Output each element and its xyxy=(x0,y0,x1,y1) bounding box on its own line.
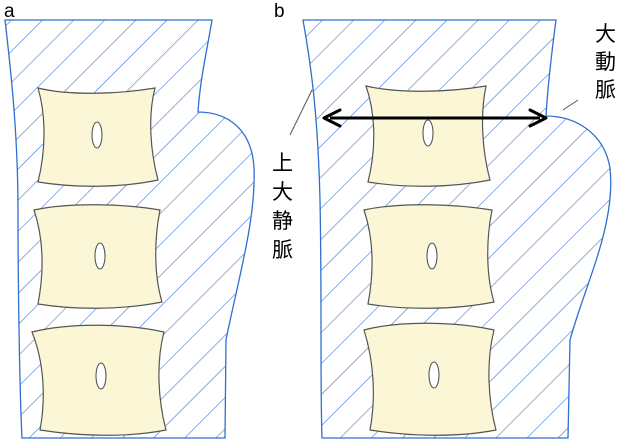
vertebra-b-middle-foramen xyxy=(426,242,438,270)
aorta-label-char: 動 xyxy=(595,50,616,74)
vertebra-b-upper-foramen xyxy=(422,119,434,147)
vertebra-b-lower-foramen xyxy=(428,361,440,389)
svc-leader-line xyxy=(289,89,313,136)
svc-label: 上 大 静 脈 xyxy=(272,151,293,262)
svc-label-char: 脈 xyxy=(272,238,293,262)
aorta-leader-line xyxy=(562,99,579,111)
svc-label-char: 大 xyxy=(272,180,293,204)
panel-a xyxy=(4,19,255,439)
aorta-label-char: 大 xyxy=(595,22,616,46)
svc-label-char: 静 xyxy=(272,209,293,233)
vertebra-a-lower-foramen xyxy=(95,362,107,390)
aorta-label: 大 動 脈 xyxy=(595,22,616,102)
aorta-label-char: 脈 xyxy=(595,78,616,102)
svc-label-char: 上 xyxy=(272,151,293,175)
panel-label-b: b xyxy=(274,1,285,22)
vertebra-a-middle-foramen xyxy=(94,242,106,270)
vertebra-a-upper-foramen xyxy=(91,121,103,149)
panel-b xyxy=(289,19,612,439)
measurement-arrow xyxy=(322,108,548,128)
panel-label-a: a xyxy=(4,1,15,22)
